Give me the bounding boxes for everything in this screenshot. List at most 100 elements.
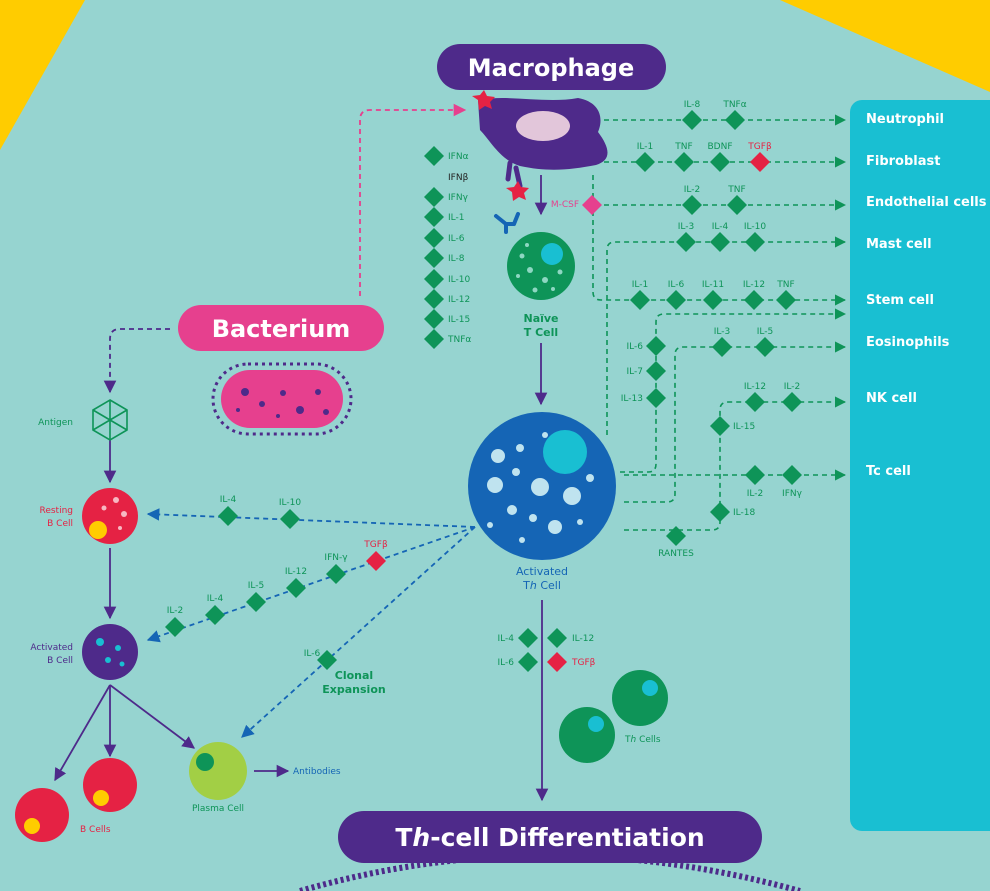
target-cells-panel: [850, 100, 990, 831]
activated-b-cell-illustration: [82, 624, 138, 680]
cytokine-marker: [518, 628, 538, 648]
differentiation-title: Th-cell Differentiation: [338, 811, 762, 863]
cytokine-marker: [165, 617, 185, 637]
cytokine-marker: [424, 289, 444, 309]
corner-decoration-left: [0, 0, 85, 150]
cytokine-marker: [676, 232, 696, 252]
cytokine-label: IL-1: [448, 213, 464, 223]
clonal-expansion-label-2: Expansion: [322, 683, 385, 696]
cytokine-label: IL-4: [498, 634, 515, 644]
cytokine-label: IL-3: [678, 222, 694, 232]
antibodies-label: Antibodies: [293, 767, 341, 777]
bacterium-to-antigen-arrow: [103, 328, 170, 394]
cytokine-label: IL-5: [757, 327, 773, 337]
resting-b-cell-label-2: B Cell: [47, 519, 73, 529]
cytokine-label: IL-8: [448, 254, 465, 264]
main-pathway-lines: [54, 175, 549, 802]
cytokine-marker: [205, 605, 225, 625]
target-cell-label: Tc cell: [866, 464, 911, 479]
activated-b-cell-label-1: Activated: [30, 643, 73, 653]
cytokine-marker: [646, 361, 666, 381]
cytokine-label: IL-2: [747, 489, 763, 499]
cytokine-label: IL-15: [733, 422, 755, 432]
naive-t-cell-label-2: T Cell: [524, 326, 558, 339]
cytokine-label: IFNγ: [448, 193, 469, 203]
cytokine-label: BDNF: [707, 142, 732, 152]
cytokine-label: TNFα: [447, 335, 471, 345]
cytokine-label: IL-1: [632, 280, 648, 290]
cytokine-label: IL-2: [167, 606, 183, 616]
cytokine-label: IL-3: [714, 327, 730, 337]
svg-text:Bacterium: Bacterium: [212, 315, 351, 343]
cytokine-marker: [674, 152, 694, 172]
cytokine-marker: [712, 337, 732, 357]
cytokine-label: IL-4: [220, 495, 237, 505]
plasma-cell-illustration: [189, 742, 247, 800]
cytokine-marker: [317, 650, 337, 670]
rantes-label: RANTES: [658, 549, 694, 559]
cytokine-marker: [547, 652, 567, 672]
cytokine-label: IL-12: [572, 634, 594, 644]
antigen-label: Antigen: [38, 418, 73, 428]
mcsf-label: M-CSF: [551, 200, 579, 210]
cytokine-marker: [635, 152, 655, 172]
b-cells-label: B Cells: [80, 825, 111, 835]
resting-b-cell-label-1: Resting: [39, 506, 73, 516]
cytokine-label: IL-6: [627, 342, 644, 352]
cytokine-marker: [424, 228, 444, 248]
naive-t-cell-illustration: [507, 232, 575, 300]
activated-th-label-2: Th Cell: [522, 579, 561, 592]
cytokine-marker: [782, 392, 802, 412]
macrophage-illustration: [472, 90, 608, 234]
cytokine-label: IL-12: [744, 382, 766, 392]
plasma-cell-label: Plasma Cell: [192, 804, 244, 814]
target-cell-label: Eosinophils: [866, 335, 950, 350]
cytokine-marker: [710, 502, 730, 522]
cytokine-marker: [518, 652, 538, 672]
macrophage-title: Macrophage: [437, 44, 666, 90]
cytokine-marker: [745, 465, 765, 485]
cytokine-label: IL-2: [784, 382, 800, 392]
clonal-expansion-label-1: Clonal: [335, 669, 373, 682]
cytokine-label: IFNα: [448, 152, 469, 162]
cytokine-label: IFNβ: [448, 173, 469, 183]
cytokine-marker: [710, 152, 730, 172]
cytokine-label: IL-12: [448, 295, 470, 305]
cytokine-marker: [750, 152, 770, 172]
bacterium-title: Bacterium: [178, 305, 384, 351]
rantes-marker: [666, 526, 686, 546]
membrane-decoration: [299, 852, 801, 891]
th-cells-illustration: [559, 670, 668, 763]
cytokine-label: IL-10: [744, 222, 766, 232]
target-cell-label: Neutrophil: [866, 112, 944, 127]
th-to-b-cell-connections: [146, 508, 476, 738]
cytokine-marker: [646, 336, 666, 356]
cytokine-marker: [755, 337, 775, 357]
cytokine-marker: [424, 248, 444, 268]
cytokine-marker: [745, 392, 765, 412]
activated-b-cell-label-2: B Cell: [47, 656, 73, 666]
cytokine-marker: [246, 592, 266, 612]
b-cells-illustration: [15, 758, 137, 842]
cytokine-label: IL-4: [207, 594, 224, 604]
cytokine-label: IL-10: [279, 498, 301, 508]
cytokine-label: IL-15: [448, 315, 470, 325]
cytokine-marker: [776, 290, 796, 310]
cytokine-marker: [744, 290, 764, 310]
cytokine-label: IFN-γ: [324, 553, 348, 563]
cytokine-label: IL-12: [285, 567, 307, 577]
cytokine-marker: [547, 628, 567, 648]
svg-text:Th-cell Differentiation: Th-cell Differentiation: [395, 823, 704, 852]
target-cell-label: Stem cell: [866, 293, 934, 308]
cytokine-label: IL-10: [448, 275, 470, 285]
target-cell-label: Mast cell: [866, 237, 932, 252]
cytokine-marker: [286, 578, 306, 598]
cytokine-marker: [424, 187, 444, 207]
cytokine-marker: [710, 232, 730, 252]
cytokine-label: TNF: [727, 185, 745, 195]
